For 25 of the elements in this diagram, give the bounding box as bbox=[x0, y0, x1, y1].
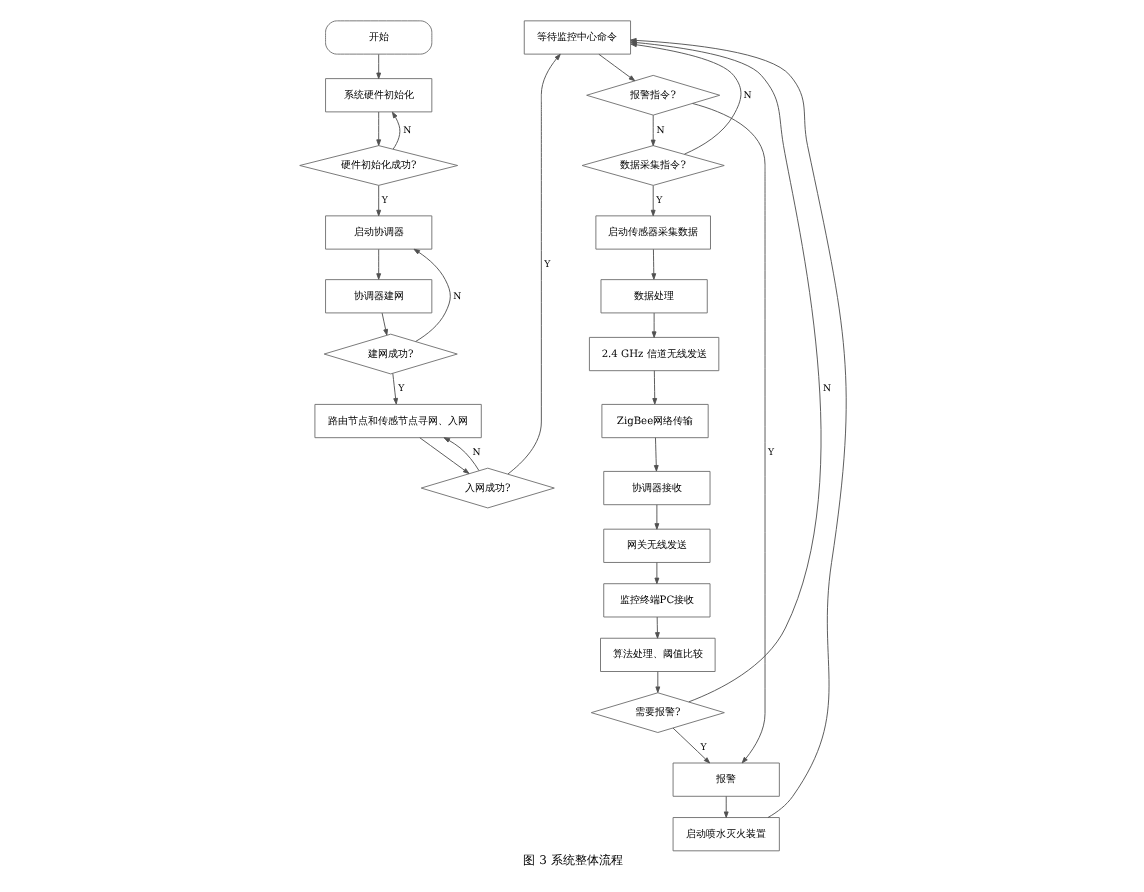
arrow bbox=[375, 185, 381, 217]
arrow bbox=[375, 248, 381, 280]
arrow bbox=[650, 248, 656, 280]
arrow bbox=[391, 373, 398, 405]
arrow bbox=[375, 53, 381, 80]
arrow bbox=[691, 103, 765, 764]
arrow bbox=[722, 795, 728, 818]
arrow bbox=[412, 248, 450, 342]
arrow bbox=[653, 562, 659, 585]
arrow bbox=[375, 111, 381, 146]
arrow bbox=[652, 437, 658, 472]
arrow bbox=[418, 437, 469, 474]
arrow bbox=[506, 53, 560, 475]
arrow bbox=[671, 727, 710, 764]
arrow bbox=[650, 312, 656, 338]
arrow bbox=[654, 616, 659, 639]
arrow bbox=[654, 671, 660, 693]
arrow bbox=[380, 312, 387, 336]
arrow bbox=[649, 114, 655, 147]
arrow bbox=[390, 111, 400, 150]
arrow bbox=[442, 437, 479, 472]
arrow bbox=[653, 504, 659, 530]
arrow bbox=[651, 370, 657, 405]
arrow bbox=[649, 185, 655, 217]
arrow bbox=[597, 53, 635, 82]
